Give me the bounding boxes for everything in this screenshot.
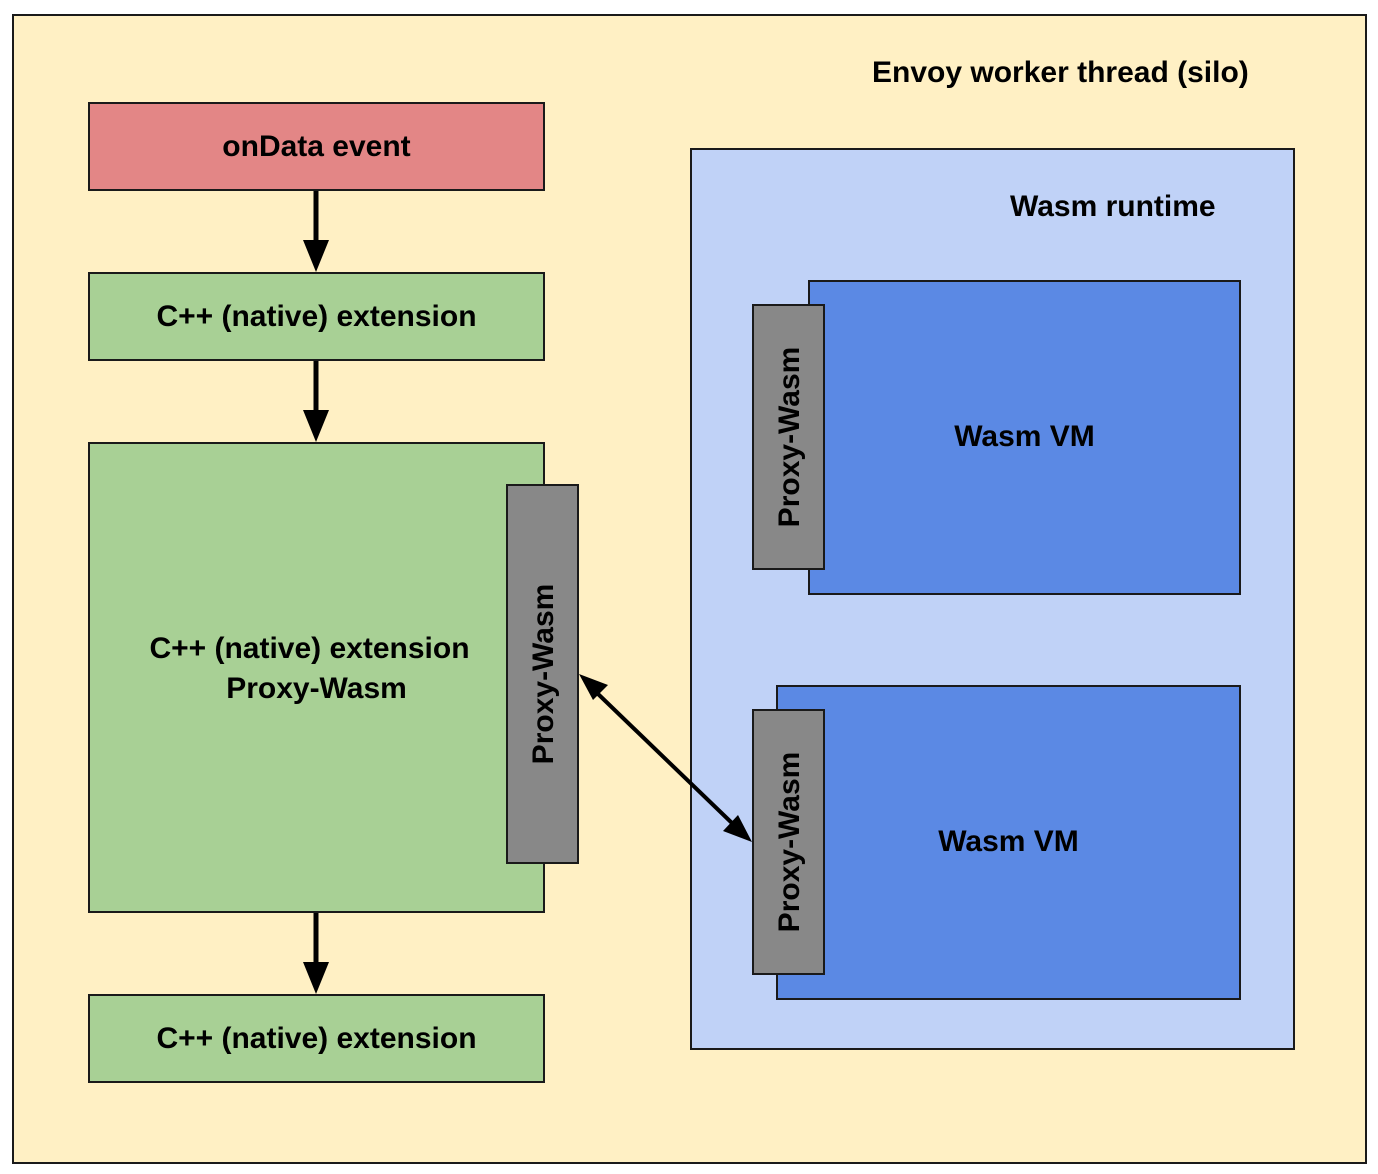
native-extension-box-1: C++ (native) extension <box>88 272 545 361</box>
native-extension-box-3: C++ (native) extension <box>88 994 545 1083</box>
proxy-wasm-tab-vm-2 <box>752 709 825 975</box>
native-extension-proxy-wasm-box <box>88 442 545 913</box>
wasm-vm-label-2: Wasm VM <box>938 825 1079 858</box>
proxy-wasm-tab-vm-1 <box>752 304 825 570</box>
ondata-event-label: onData event <box>222 129 411 163</box>
native-extension-label-3: C++ (native) extension <box>156 1021 477 1055</box>
wasm-runtime-title: Wasm runtime <box>1010 190 1216 223</box>
arrow-ext1-to-ext2 <box>303 361 329 442</box>
worker-thread-title: Envoy worker thread (silo) <box>872 56 1249 89</box>
native-extension-proxy-wasm-label: Proxy-Wasm <box>226 672 407 705</box>
wasm-vm-label-1: Wasm VM <box>954 420 1095 453</box>
arrow-event-to-ext1 <box>303 191 329 272</box>
ondata-event-box: onData event <box>88 102 545 191</box>
native-extension-label-1: C++ (native) extension <box>156 299 477 333</box>
proxy-wasm-tab-extension <box>506 484 579 864</box>
arrow-ext2-to-ext3 <box>303 913 329 994</box>
wasm-vm-box-1 <box>808 280 1241 595</box>
arrow-bidirectional-proxy-wasm <box>579 674 752 842</box>
native-extension-label-2: C++ (native) extension <box>149 632 470 665</box>
wasm-vm-box-2 <box>776 685 1241 1000</box>
